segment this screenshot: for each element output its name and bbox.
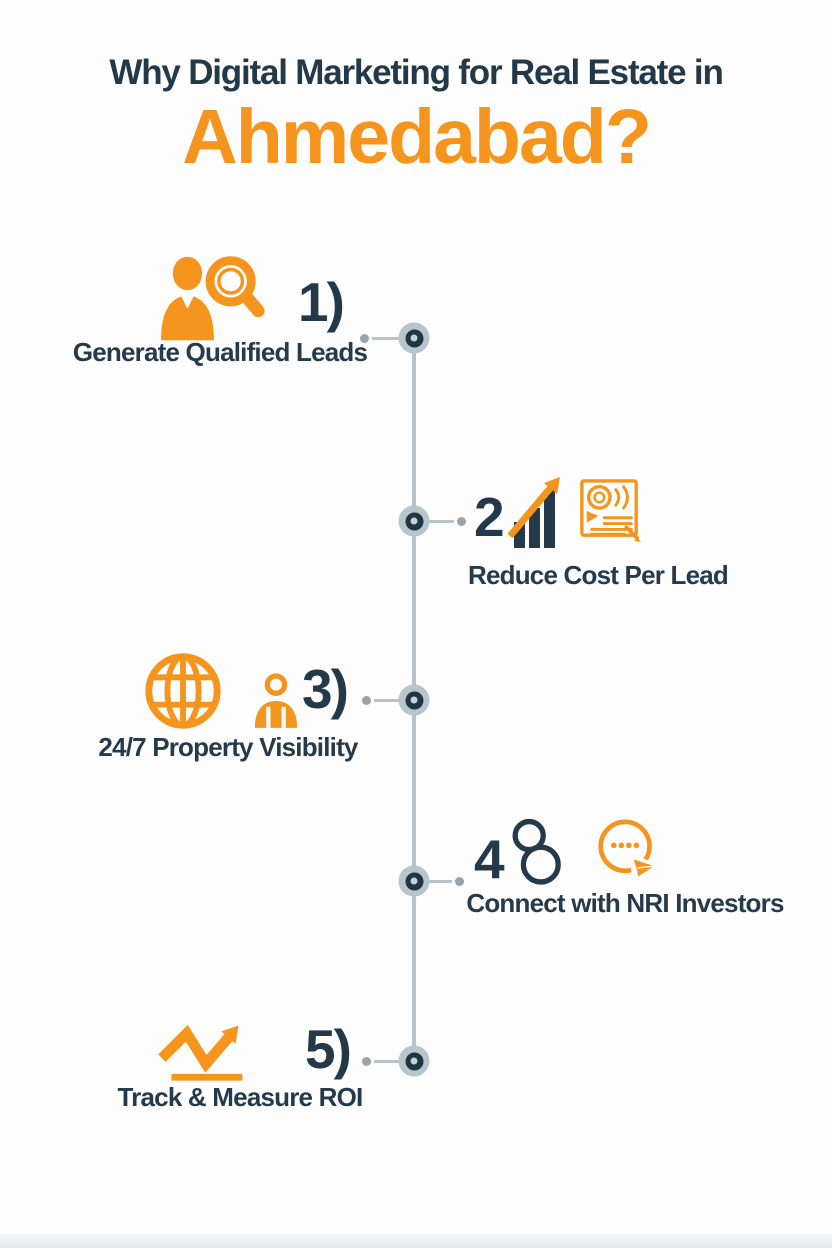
linked-circles-icon	[512, 818, 561, 885]
document-report-icon	[580, 479, 642, 542]
item-number: 3)	[302, 658, 349, 720]
node-hole	[410, 334, 418, 342]
globe-icon	[145, 653, 221, 729]
connector-dot	[455, 876, 464, 886]
person-icon	[254, 673, 298, 728]
connector-dot	[360, 333, 369, 343]
item-number: 2	[474, 486, 505, 548]
connector-5	[362, 1056, 402, 1066]
node-ring	[405, 329, 423, 347]
title-bold: Digital Marketing	[188, 53, 451, 92]
connector-4	[428, 876, 464, 886]
item-label: Track & Measure ROI	[117, 1082, 364, 1112]
timeline-node-4	[398, 865, 430, 897]
title-prefix: Why	[109, 53, 189, 92]
connector-dot	[362, 695, 371, 705]
connector-2	[428, 516, 466, 526]
bar-chart-growth-icon	[508, 477, 560, 548]
chat-send-icon	[598, 819, 658, 882]
item-label: Generate Qualified Leads	[72, 337, 368, 367]
timeline-item-1: 1) Generate Qualified Leads	[60, 253, 420, 373]
item-label: 24/7 Property Visibility	[98, 732, 358, 762]
item-number: 5)	[305, 1018, 352, 1080]
title-city: Ahmedabad?	[182, 93, 652, 180]
timeline-node-5	[398, 1045, 430, 1077]
node-hole	[410, 696, 418, 704]
timeline-item-3: 3) 24/7 Property Visibility	[68, 648, 408, 768]
title-line-1: Why Digital Marketing for Real Estate in	[0, 53, 832, 93]
timeline-item-2: 2 Reduce Cost Per Lead	[448, 470, 788, 600]
item-number: 4	[474, 828, 505, 890]
node-hole	[410, 1057, 418, 1065]
trend-arrow-icon	[158, 1024, 243, 1081]
timeline-item-5: 5) Track & Measure ROI	[80, 1012, 420, 1117]
item-label: Connect with NRI Investors	[466, 888, 784, 918]
item-number: 1)	[298, 271, 345, 333]
title-suffix: for Real Estate in	[449, 53, 724, 92]
node-hole	[410, 877, 418, 885]
connector-dot	[362, 1056, 371, 1066]
item-label: Reduce Cost Per Lead	[468, 560, 729, 590]
connector-3	[362, 695, 402, 705]
timeline-node-1	[398, 322, 430, 354]
connector-dot	[457, 516, 466, 526]
node-ring	[405, 1052, 423, 1070]
node-hole	[410, 517, 418, 525]
node-ring	[405, 512, 423, 530]
node-ring	[405, 691, 423, 709]
timeline-node-3	[398, 684, 430, 716]
person-search-icon	[160, 253, 266, 341]
page-title: Why Digital Marketing for Real Estate in…	[0, 53, 832, 180]
node-ring	[405, 872, 423, 890]
timeline-node-2	[398, 505, 430, 537]
timeline-item-4: 4 Connect with NRI Investors	[465, 815, 805, 930]
connector-1	[360, 333, 402, 343]
footer-strip	[0, 1234, 832, 1248]
